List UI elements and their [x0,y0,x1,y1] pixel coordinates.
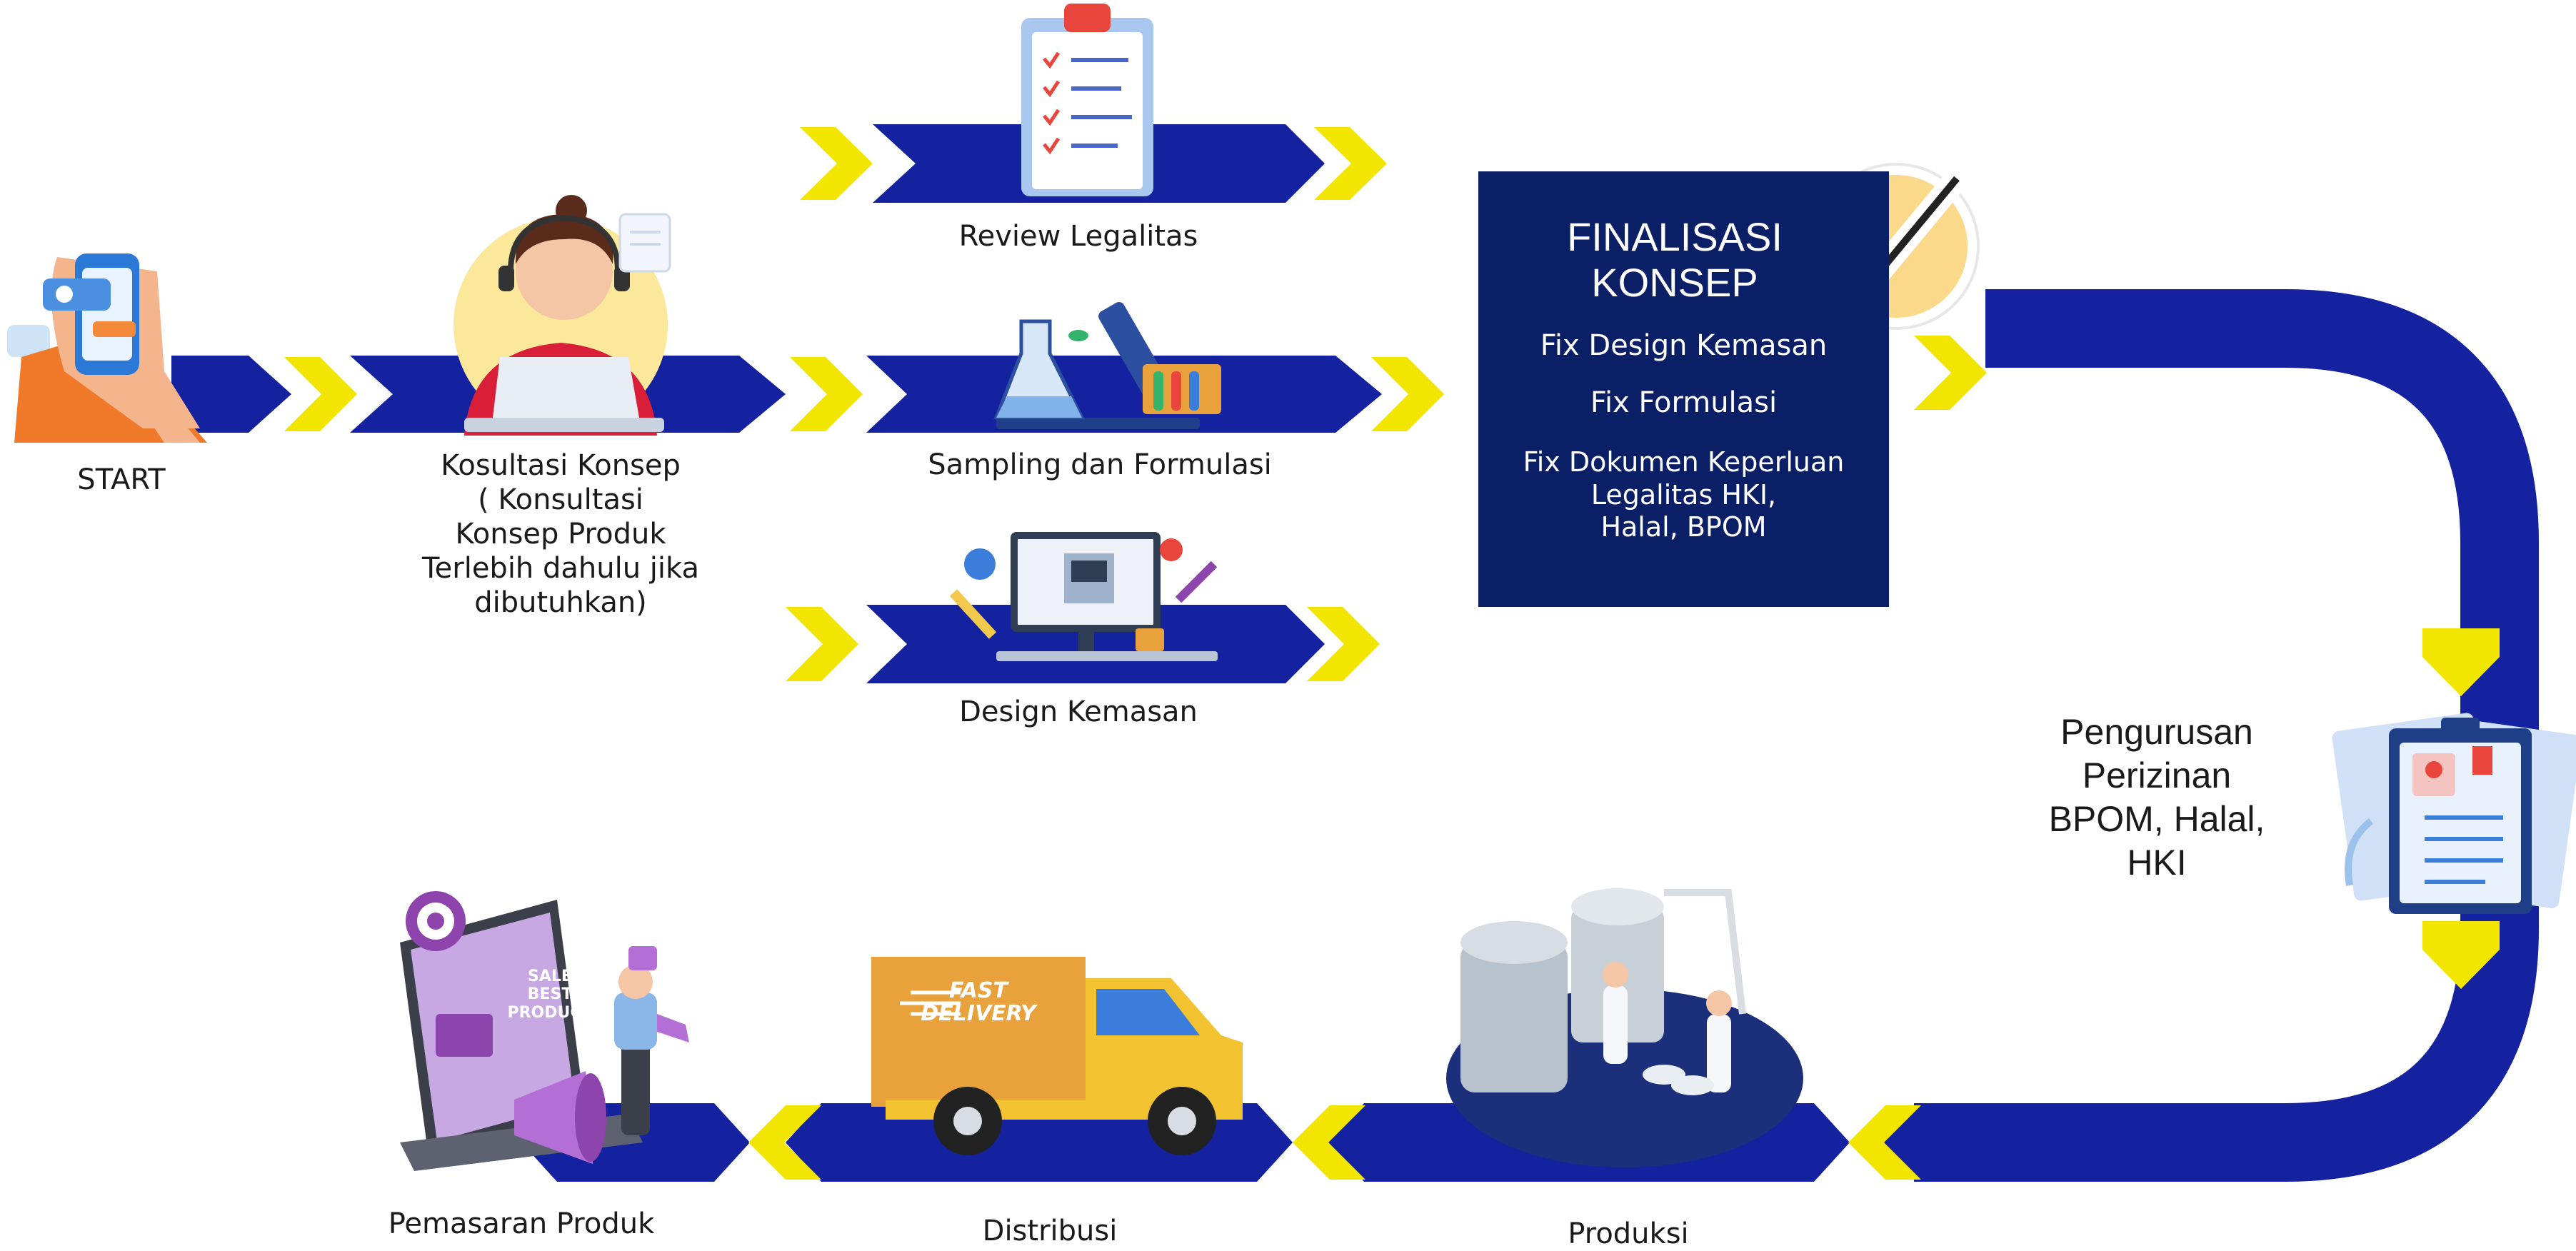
digital-marketing-icon [400,891,689,1171]
chevron-icon [800,127,873,200]
chevron-icon [1914,336,1987,410]
factory-production-icon [1446,888,1803,1167]
laboratory-icon [993,301,1221,429]
finalisasi-title: FINALISASI KONSEP [1567,214,1783,306]
finalisasi-item-formulasi: Fix Formulasi [1590,386,1778,419]
chevron-icon [2422,628,2500,696]
clipboard-checklist-icon [1021,4,1153,196]
chevron-icon [748,1105,821,1180]
truck-delivery-text: FAST DELIVERY [921,978,1036,1026]
node-label-distribusi: Distribusi [982,1215,1118,1247]
node-label-design: Design Kemasan [959,695,1198,728]
chevron-icon [790,357,863,431]
chevron-icon [1307,607,1380,681]
finalisasi-box [1478,171,1889,607]
chevron-icon [284,357,357,431]
screen-sale-text: SALE BEST PRODUCT [507,968,593,1022]
node-label-start: START [77,463,166,496]
finalisasi-item-design: Fix Design Kemasan [1540,329,1828,362]
node-label-konsultasi: Kosultasi Konsep ( Konsultasi Konsep Pro… [422,449,699,619]
chevron-group [284,127,2500,1180]
node-label-perizinan: Pengurusan Perizinan BPOM, Halal, HKI [2048,712,2265,883]
chevron-icon [786,607,858,681]
node-label-produksi: Produksi [1568,1217,1689,1250]
chevron-icon [2422,921,2500,989]
chevron-icon [1314,127,1387,200]
design-desktop-icon [949,532,1218,661]
node-label-pemasaran: Pemasaran Produk [388,1207,655,1240]
chevron-icon [1371,357,1444,431]
flow-curve-entry [1878,1103,1985,1182]
delivery-truck-icon [871,957,1243,1155]
customer-service-agent-icon [453,195,671,436]
chevron-icon [1848,1105,1921,1180]
flow-arrow-start [171,356,291,433]
node-label-review: Review Legalitas [958,220,1198,253]
license-document-icon [2332,713,2576,914]
flow-arrow-sampling [866,356,1382,433]
node-label-sampling: Sampling dan Formulasi [928,448,1272,481]
chevron-icon [1293,1105,1365,1180]
finalisasi-item-dokumen: Fix Dokumen Keperluan Legalitas HKI, Hal… [1523,446,1845,543]
smartphone-chat-icon [7,253,207,443]
